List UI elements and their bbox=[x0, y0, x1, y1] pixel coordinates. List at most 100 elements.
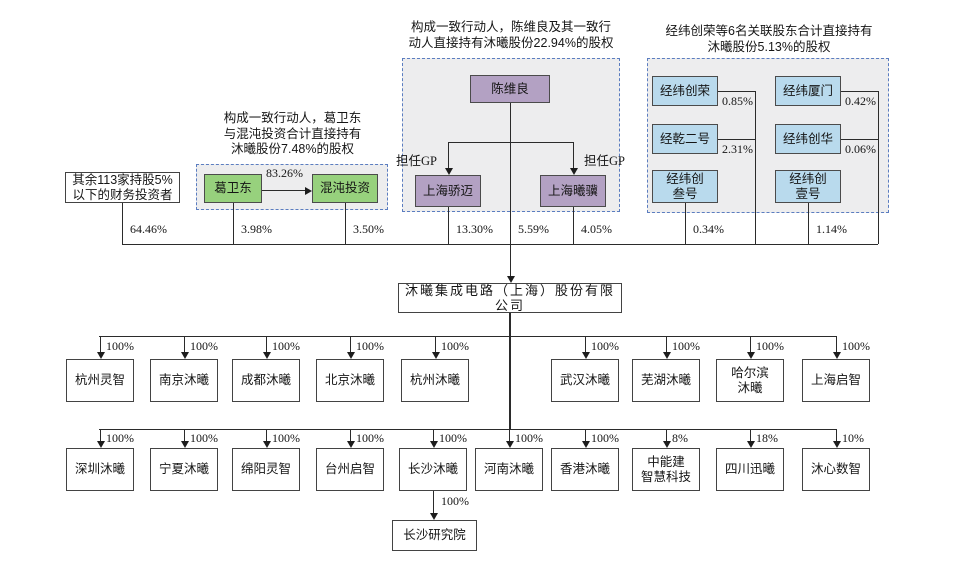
connector-line bbox=[100, 336, 101, 353]
connector-line bbox=[573, 207, 574, 244]
jingqian-no2-box: 经乾二号 bbox=[652, 124, 718, 154]
ownership-pct-label: 3.50% bbox=[353, 222, 384, 236]
arrow-head bbox=[346, 352, 355, 359]
ownership-pct-label: 100% bbox=[842, 339, 870, 353]
arrow-head bbox=[832, 352, 841, 359]
connector-line bbox=[836, 429, 837, 442]
subsidiary-box: 深圳沐曦 bbox=[66, 448, 134, 491]
arrow-head bbox=[180, 441, 189, 448]
ownership-pct-label: 100% bbox=[106, 339, 134, 353]
ownership-pct-label: 100% bbox=[106, 431, 134, 445]
ownership-pct-label: 100% bbox=[190, 339, 218, 353]
arrow-head bbox=[746, 352, 755, 359]
arrow-head bbox=[506, 276, 515, 283]
connector-line bbox=[99, 336, 837, 337]
connector-line bbox=[509, 429, 510, 442]
connector-line bbox=[233, 203, 234, 244]
connector-line bbox=[448, 142, 573, 143]
ownership-pct-label: 2.31% bbox=[722, 142, 753, 156]
ownership-pct-label: 100% bbox=[672, 339, 700, 353]
subsidiary-box: 杭州灵智 bbox=[66, 359, 134, 402]
subsidiary-box: 台州启智 bbox=[316, 448, 384, 491]
annotation-group3: 经纬创荣等6名关联股东合计直接持有 沐曦股份5.13%的股权 bbox=[665, 24, 873, 54]
connector-line bbox=[448, 207, 449, 244]
arrow-head bbox=[305, 186, 312, 195]
ownership-pct-label: 4.05% bbox=[581, 222, 612, 236]
ownership-pct-label: 100% bbox=[441, 494, 469, 508]
subsidiary-box: 香港沐曦 bbox=[551, 448, 619, 491]
connector-line bbox=[262, 190, 306, 191]
connector-line bbox=[573, 142, 574, 169]
connector-line bbox=[433, 429, 434, 442]
connector-line bbox=[435, 336, 436, 353]
other-investors-box: 其余113家持股5% 以下的财务投资者 bbox=[65, 172, 180, 203]
subsidiary-box: 武汉沐曦 bbox=[551, 359, 619, 402]
ownership-pct-label: 100% bbox=[356, 431, 384, 445]
connector-line bbox=[350, 336, 351, 353]
hundun-investment-box: 混沌投资 bbox=[312, 174, 378, 203]
connector-line bbox=[841, 139, 878, 140]
arrow-head bbox=[96, 441, 105, 448]
ownership-pct-label: 5.59% bbox=[518, 222, 549, 236]
connector-line bbox=[841, 91, 878, 92]
ownership-pct-label: 1.14% bbox=[816, 222, 847, 236]
ownership-pct-label: 100% bbox=[272, 339, 300, 353]
connector-line bbox=[510, 244, 511, 278]
ownership-pct-label: 100% bbox=[591, 431, 619, 445]
subsidiary-box: 中能建 智慧科技 bbox=[632, 448, 700, 491]
ownership-pct-label: 100% bbox=[190, 431, 218, 445]
ownership-pct-label: 100% bbox=[515, 431, 543, 445]
connector-line bbox=[836, 336, 837, 353]
connector-line bbox=[666, 429, 667, 442]
arrow-head bbox=[581, 441, 590, 448]
ownership-pct-label: 64.46% bbox=[130, 222, 167, 236]
arrow-head bbox=[96, 352, 105, 359]
ownership-pct-label: 0.34% bbox=[693, 222, 724, 236]
arrow-head bbox=[505, 441, 514, 448]
ownership-pct-label: 83.26% bbox=[266, 166, 303, 180]
company-box: 沐曦集成电路（上海）股份有限公司 bbox=[398, 283, 622, 313]
connector-line bbox=[184, 336, 185, 353]
ownership-pct-label: 0.85% bbox=[722, 94, 753, 108]
ownership-pct-label: 100% bbox=[439, 431, 467, 445]
connector-line bbox=[808, 203, 809, 244]
subsidiary-box: 四川迅曦 bbox=[716, 448, 784, 491]
ownership-pct-label: 18% bbox=[756, 431, 778, 445]
arrow-head bbox=[832, 441, 841, 448]
arrow-head bbox=[569, 168, 578, 175]
ownership-pct-label: 100% bbox=[272, 431, 300, 445]
subsidiary-box: 南京沐曦 bbox=[150, 359, 218, 402]
connector-line bbox=[585, 336, 586, 353]
connector-line bbox=[122, 244, 878, 245]
connector-line bbox=[585, 429, 586, 442]
ownership-pct-label: 10% bbox=[842, 431, 864, 445]
connector-line bbox=[433, 491, 434, 514]
arrow-head bbox=[444, 168, 453, 175]
connector-line bbox=[718, 91, 755, 92]
subsidiary-box: 长沙沐曦 bbox=[399, 448, 467, 491]
ownership-pct-label: 8% bbox=[672, 431, 688, 445]
ownership-pct-label: 0.06% bbox=[845, 142, 876, 156]
subsidiary-box: 绵阳灵智 bbox=[232, 448, 300, 491]
connector-line bbox=[666, 336, 667, 353]
connector-line bbox=[750, 336, 751, 353]
ownership-pct-label: 100% bbox=[441, 339, 469, 353]
ownership-pct-label: 担任GP bbox=[396, 154, 437, 168]
ownership-pct-label: 3.98% bbox=[241, 222, 272, 236]
ownership-pct-label: 100% bbox=[756, 339, 784, 353]
jingwei-chuangrong-box: 经纬创荣 bbox=[652, 76, 718, 106]
subsidiary-box: 北京沐曦 bbox=[316, 359, 384, 402]
connector-line bbox=[122, 203, 123, 244]
changsha-research-box: 长沙研究院 bbox=[392, 520, 477, 551]
connector-line bbox=[509, 313, 511, 429]
arrow-head bbox=[662, 352, 671, 359]
connector-line bbox=[448, 142, 449, 169]
jingwei-chuangsan-box: 经纬创 叁号 bbox=[652, 170, 718, 203]
connector-line bbox=[99, 429, 837, 430]
connector-line bbox=[100, 429, 101, 442]
subsidiary-box: 芜湖沐曦 bbox=[632, 359, 700, 402]
subsidiary-box: 宁夏沐曦 bbox=[150, 448, 218, 491]
annotation-group2: 构成一致行动人，陈维良及其一致行 动人直接持有沐曦股份22.94%的股权 bbox=[408, 20, 614, 50]
subsidiary-box: 上海启智 bbox=[802, 359, 870, 402]
